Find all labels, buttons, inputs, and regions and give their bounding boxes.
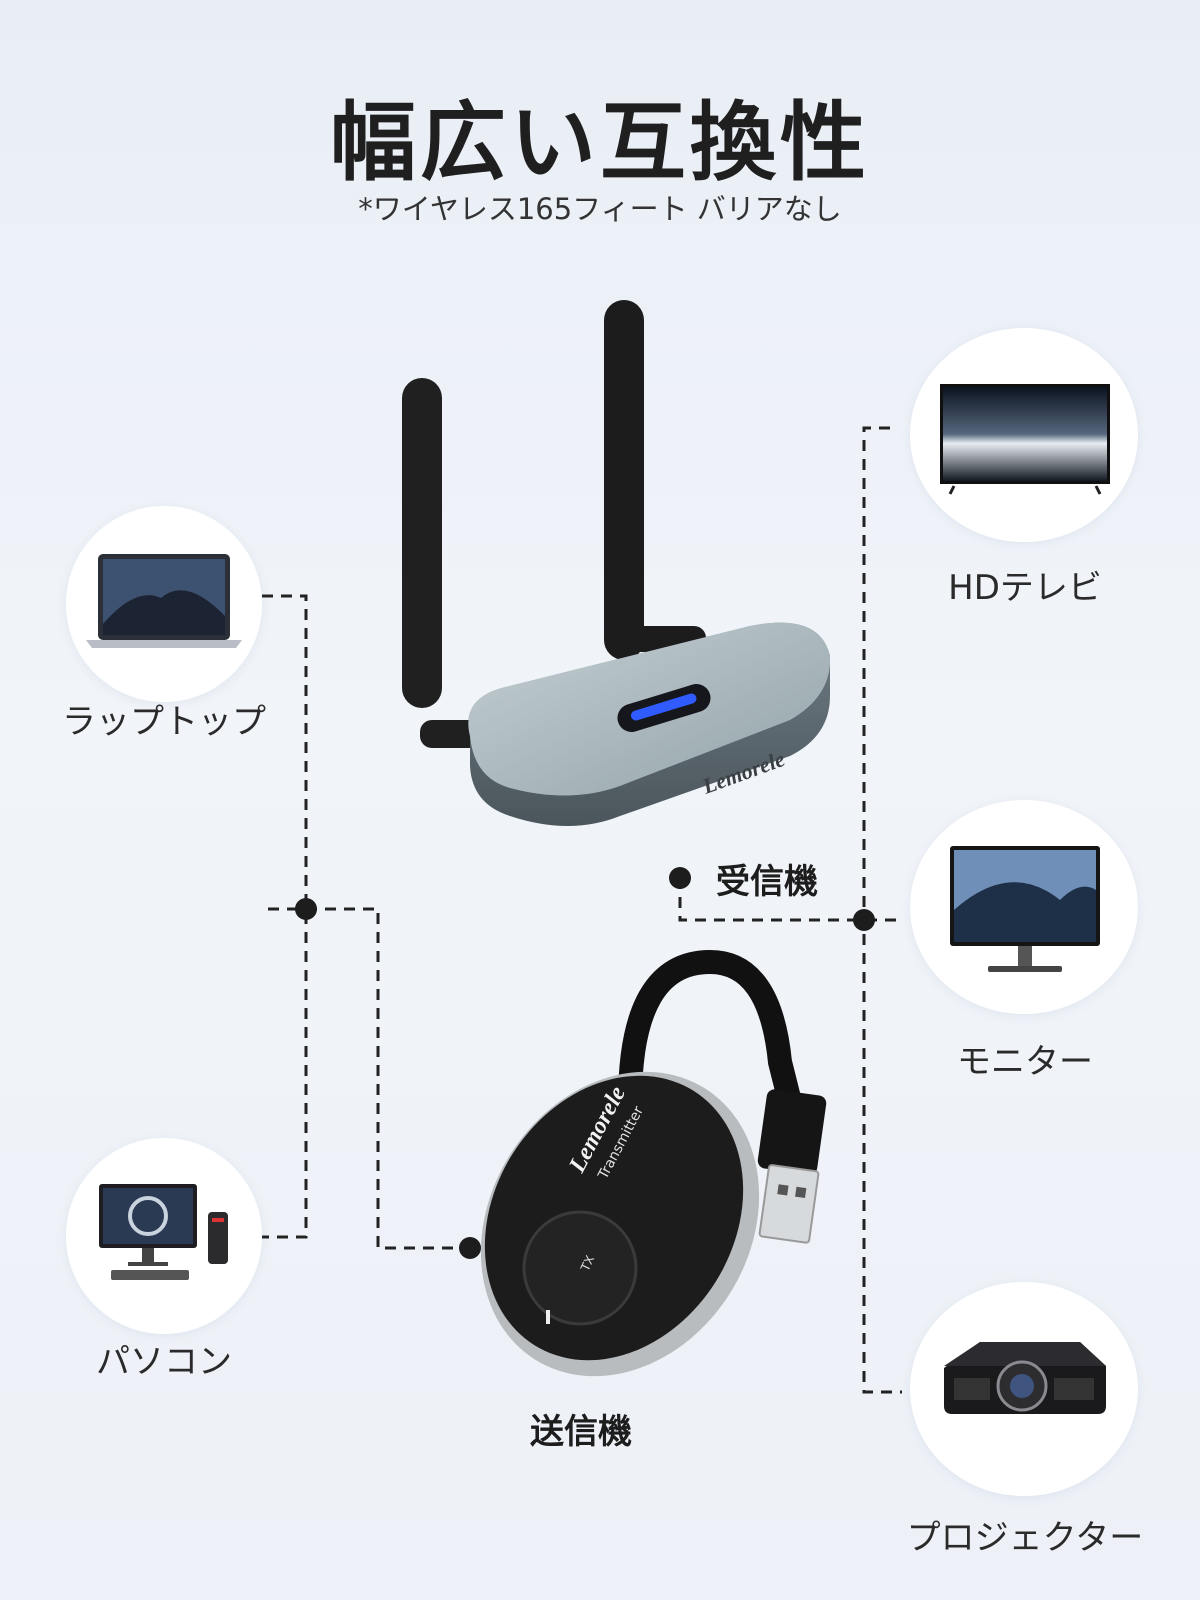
source-to-transmitter-line <box>268 907 468 1250</box>
pc-circle <box>66 1138 262 1334</box>
laptop-circle <box>66 506 262 702</box>
projector-label: プロジェクター <box>906 1518 1144 1558</box>
page-subtitle: *ワイヤレス165フィート バリアなし <box>358 192 842 226</box>
usb-cable <box>618 949 802 1114</box>
pc-label: パソコン <box>96 1342 232 1382</box>
laptop-icon <box>86 554 242 648</box>
tv-circle <box>910 328 1138 542</box>
junction-dot-left <box>295 898 317 920</box>
desktop-pc-icon <box>99 1184 228 1280</box>
receiver-label: 受信機 <box>716 862 818 902</box>
transmitter-label: 送信機 <box>530 1412 632 1452</box>
projector-icon <box>944 1342 1106 1414</box>
display-bus-line <box>862 426 902 1394</box>
projector-circle <box>910 1282 1138 1496</box>
receiver-device: Lemorele <box>402 300 831 826</box>
receiver-dot <box>669 867 691 889</box>
monitor-label: モニター <box>957 1042 1093 1082</box>
tv-icon <box>940 384 1110 495</box>
transmitter-device: TX Lemorele Transmitter <box>480 949 827 1377</box>
transmitter-button <box>522 1210 638 1326</box>
antenna-right <box>604 300 644 660</box>
receiver-to-display-line <box>678 878 902 922</box>
page-title: 幅広い互換性 <box>330 93 870 193</box>
indicator-light <box>630 693 697 721</box>
usb-plug <box>758 1164 820 1244</box>
monitor-icon <box>950 846 1100 972</box>
antenna-left <box>402 378 442 708</box>
transmitter-dot <box>459 1237 481 1259</box>
laptop-label: ラップトップ <box>62 702 266 742</box>
junction-dot-right <box>853 909 875 931</box>
monitor-circle <box>910 800 1138 1014</box>
tv-label: HDテレビ <box>948 568 1102 608</box>
tx-mark: TX <box>578 1253 598 1274</box>
